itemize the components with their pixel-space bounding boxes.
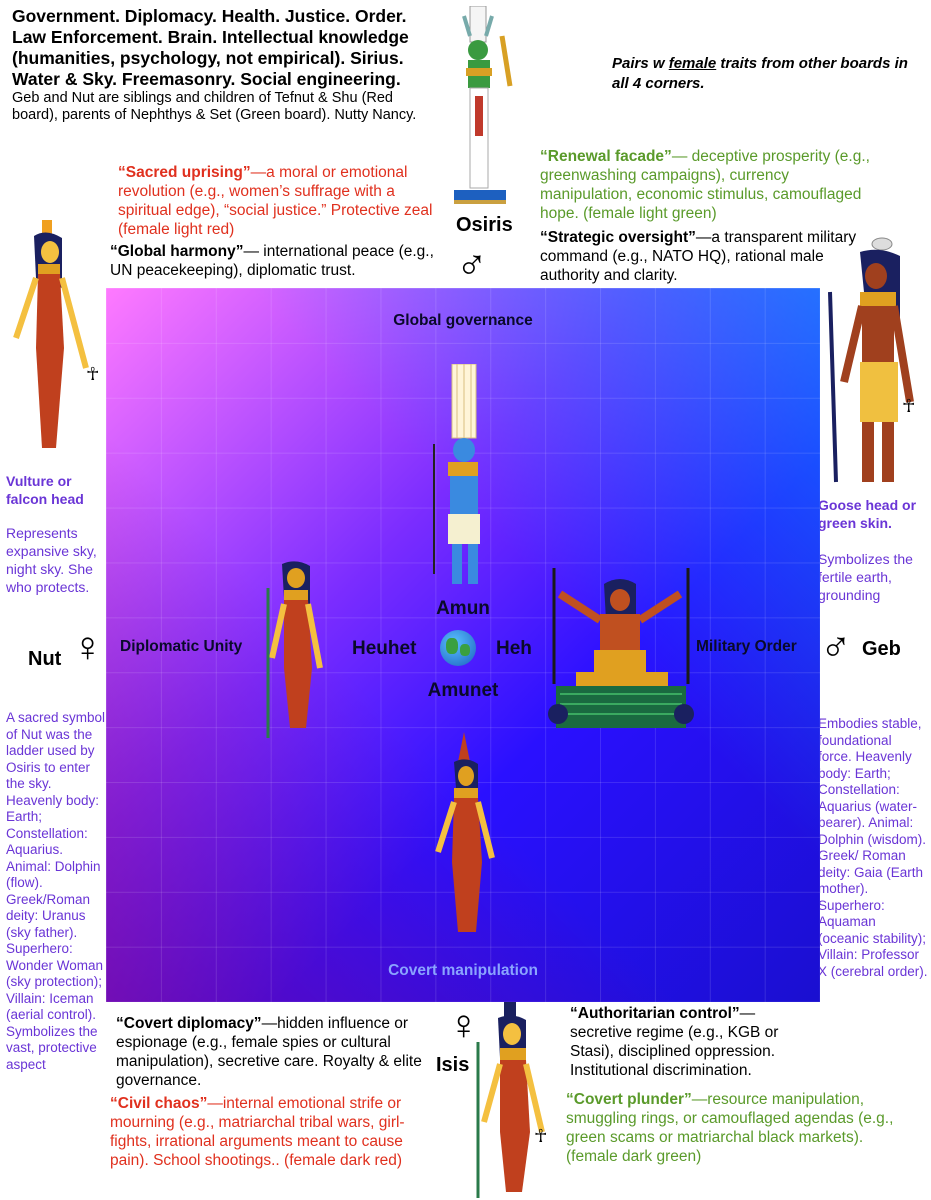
nut-represents: Represents expansive sky, night sky. She… [6, 525, 97, 595]
heh-figure [548, 568, 694, 728]
grid-top-label: Global governance [393, 312, 533, 329]
pairs-note: Pairs w female traits from other boards … [612, 55, 908, 92]
geb-head-desc: Goose head or green skin. [818, 497, 917, 531]
female-symbol-nut: ♀ [72, 623, 104, 670]
isis-label: Isis [436, 1054, 470, 1076]
osiris-figure [454, 6, 513, 204]
covert-plunder-text: “Covert plunder”—resource manipulation, … [566, 1091, 894, 1165]
strategic-oversight-text: “Strategic oversight”—a transparent mili… [540, 229, 857, 284]
isis-figure: ☥ [476, 1002, 547, 1198]
intro-heading: Government. Diplomacy. Health. Justice. … [12, 6, 409, 89]
svg-text:☥: ☥ [534, 1126, 547, 1146]
sacred-uprising-text: “Sacred uprising”—a moral or emotional r… [118, 164, 433, 238]
osiris-label: Osiris [456, 214, 513, 236]
global-harmony-text: “Global harmony”— international peace (e… [110, 243, 434, 279]
geb-details: Embodies stable, foundational force. Hea… [818, 716, 928, 979]
civil-chaos-text: “Civil chaos”—internal emotional strife … [110, 1095, 405, 1169]
heuhet-figure [266, 561, 323, 738]
female-symbol-isis: ♀ [448, 1001, 480, 1048]
male-symbol-geb: ♂ [820, 623, 852, 670]
nut-label: Nut [28, 648, 62, 670]
geb-figure: ☥ [828, 237, 915, 483]
grid-left-label: Diplomatic Unity [120, 638, 243, 655]
center-right-label: Heh [496, 638, 532, 659]
svg-text:☥: ☥ [902, 396, 915, 416]
intro-block: Government. Diplomacy. Health. Justice. … [12, 6, 432, 124]
amun-figure [433, 364, 480, 584]
svg-text:☥: ☥ [86, 364, 99, 384]
nut-details: A sacred symbol of Nut was the ladder us… [6, 710, 106, 1072]
intro-text: Geb and Nut are siblings and children of… [12, 90, 417, 123]
renewal-facade-text: “Renewal facade”— deceptive prosperity (… [540, 148, 870, 222]
authoritarian-control-text: “Authoritarian control”— secretive regim… [570, 1005, 779, 1079]
amunet-figure [435, 732, 495, 932]
covert-diplomacy-text: “Covert diplomacy”—hidden influence or e… [116, 1015, 422, 1089]
geb-symbolizes: Symbolizes the fertile earth, grounding [818, 551, 913, 603]
male-symbol-osiris: ♂ [456, 241, 488, 288]
grid-bottom-label: Covert manipulation [388, 962, 538, 979]
nut-figure: ☥ [13, 220, 99, 448]
center-bottom-label: Amunet [427, 680, 499, 701]
nut-head-desc: Vulture or falcon head [6, 473, 84, 507]
geb-label: Geb [862, 638, 901, 660]
alignment-grid: Global governance Covert manipulation Di… [106, 288, 820, 1002]
center-top-label: Amun [436, 598, 490, 619]
center-left-label: Heuhet [352, 638, 417, 659]
globe-icon [440, 630, 476, 666]
grid-right-label: Military Order [696, 638, 797, 655]
